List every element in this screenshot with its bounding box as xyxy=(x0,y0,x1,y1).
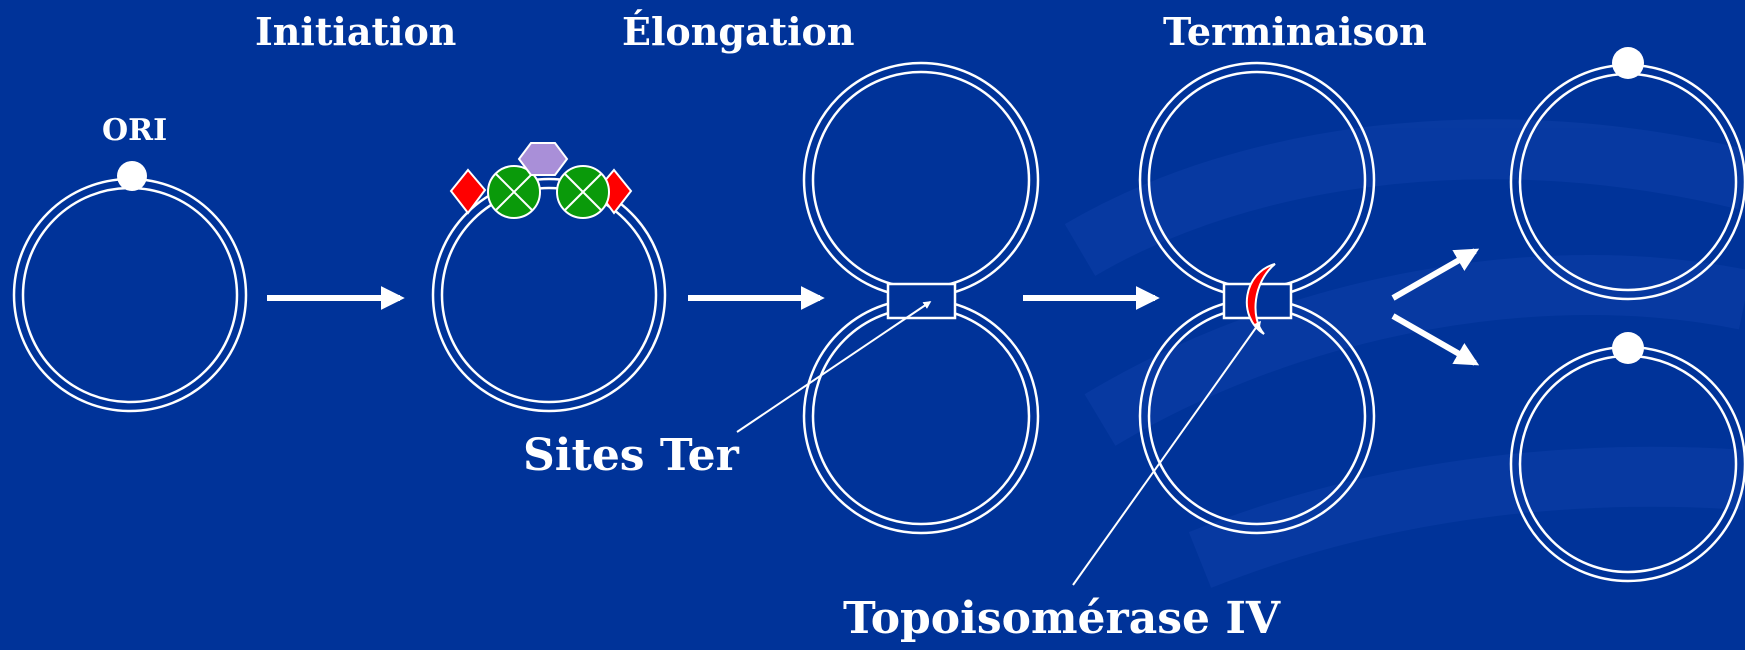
label-termination: Terminaison xyxy=(1163,9,1427,54)
primase-hexagon xyxy=(517,142,569,176)
topoisomerase-crescent xyxy=(1245,263,1276,335)
label-initiation: Initiation xyxy=(255,9,457,54)
ori-dot-daughter-bottom xyxy=(1612,332,1644,364)
ori-dot-daughter-top xyxy=(1612,47,1644,79)
background-swoosh xyxy=(1064,119,1745,588)
chromosome-circle-elongation xyxy=(431,177,667,413)
arrow-to-daughter-bottom xyxy=(1391,313,1480,366)
clamp-left xyxy=(449,168,487,215)
arrow-to-daughter-top xyxy=(1391,248,1480,301)
helicase-left xyxy=(487,165,541,219)
ter-pointer-line xyxy=(736,301,932,433)
label-ter-sites: Sites Ter xyxy=(523,430,739,481)
helicase-right xyxy=(556,165,610,219)
ter-site-box xyxy=(886,282,957,320)
ori-dot xyxy=(117,161,147,191)
label-ori: ORI xyxy=(102,113,168,148)
label-topoisomerase: Topoisomérase IV xyxy=(843,593,1281,644)
chromosome-circle-initiation xyxy=(12,177,248,413)
topoisomerase-pointer-line xyxy=(1072,320,1261,586)
label-elongation: Élongation xyxy=(622,9,855,54)
